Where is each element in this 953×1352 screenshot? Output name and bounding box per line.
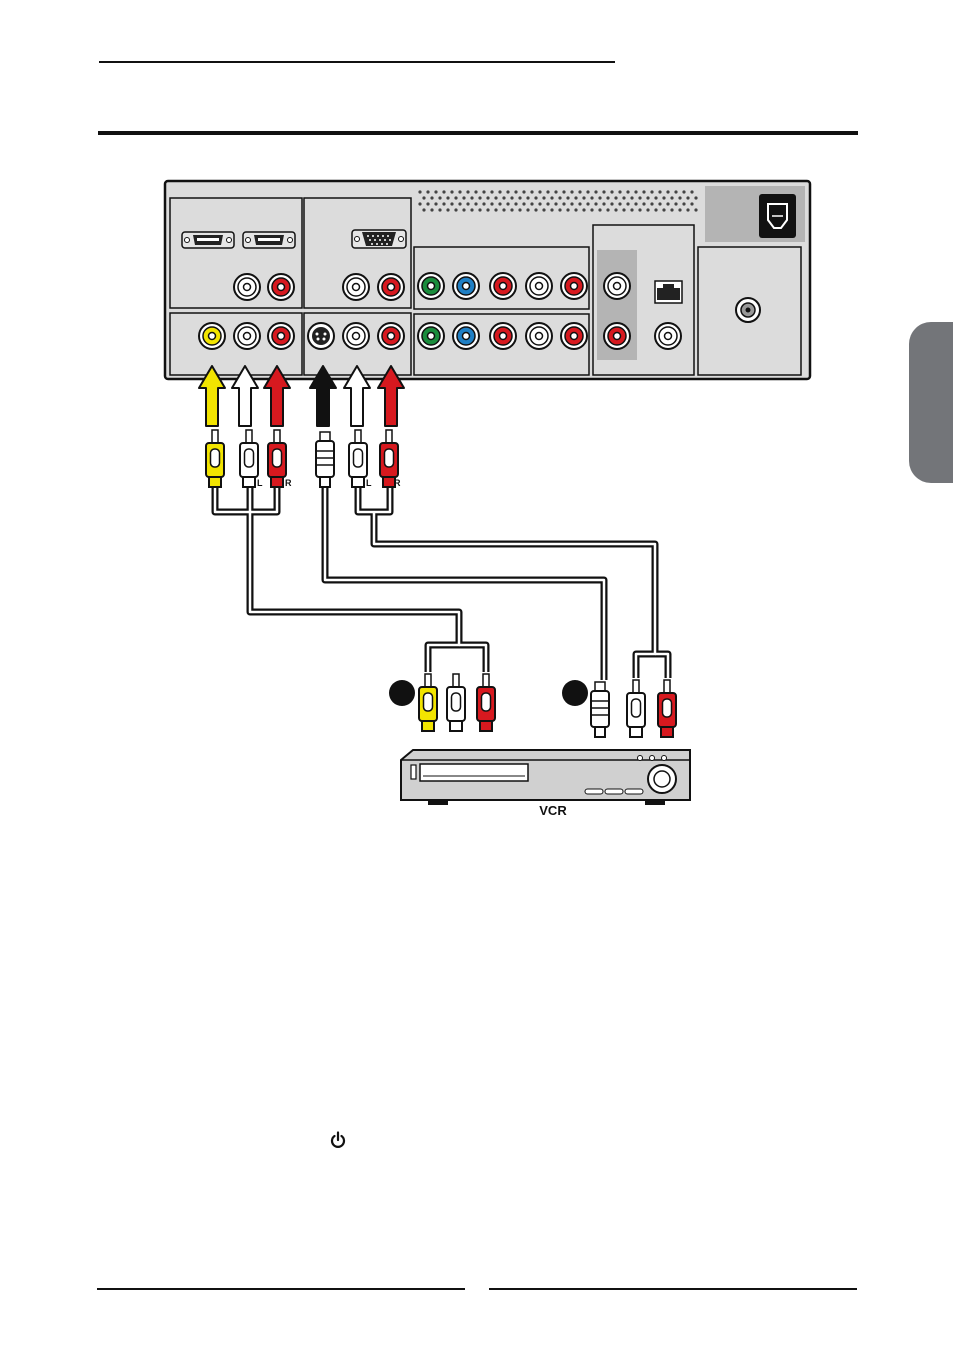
s-video-plug bbox=[316, 432, 334, 487]
footer-rule-left bbox=[97, 1288, 465, 1290]
coax-port bbox=[736, 298, 760, 322]
plug-label-right: R bbox=[285, 478, 292, 488]
vga-port bbox=[352, 230, 406, 248]
vcr-label: VCR bbox=[539, 803, 567, 818]
s-video-plug bbox=[591, 682, 609, 737]
callout-marker bbox=[389, 680, 415, 706]
s-video-port bbox=[308, 323, 334, 349]
footer-rule-right bbox=[489, 1288, 857, 1290]
hdmi-port bbox=[243, 232, 295, 248]
plug-label-left: L bbox=[257, 478, 263, 488]
ethernet-port bbox=[655, 281, 682, 303]
plug-label-right: R bbox=[394, 478, 401, 488]
power-icon bbox=[330, 1131, 346, 1149]
hdmi-port bbox=[182, 232, 234, 248]
vcr-device bbox=[401, 750, 690, 805]
plug-label-left: L bbox=[366, 478, 372, 488]
callout-marker bbox=[562, 680, 588, 706]
